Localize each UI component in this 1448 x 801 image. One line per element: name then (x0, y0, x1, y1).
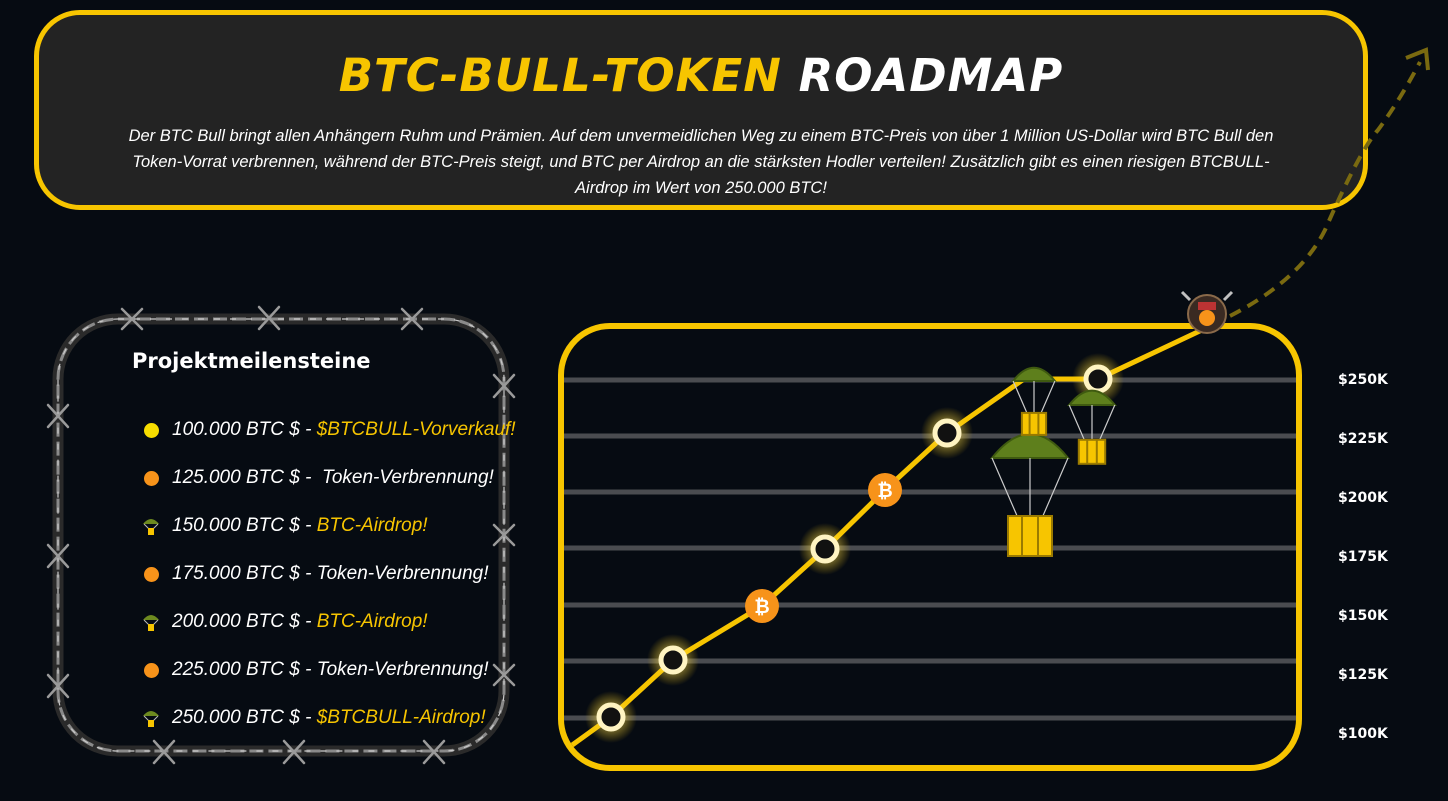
milestone-separator: - (299, 515, 317, 536)
milestone-item: 225.000 BTC $ - Token-Verbrennung! (140, 646, 516, 694)
milestone-node (810, 534, 840, 564)
milestone-item: 125.000 BTC $ - Token-Verbrennung! (140, 454, 516, 502)
roadmap-chart-svg: ₿₿ (564, 329, 1296, 754)
parachute-icon (140, 612, 162, 632)
roadmap-line (564, 329, 1206, 754)
y-axis-label: $150K (1338, 608, 1388, 624)
barbed-wire-icon (46, 305, 516, 765)
milestone-event: $BTCBULL-Vorverkauf! (316, 419, 516, 440)
milestone-separator: - (299, 467, 322, 488)
milestone-item: 250.000 BTC $ - $BTCBULL-Airdrop! (140, 694, 516, 742)
title-plain: ROADMAP (798, 49, 1064, 102)
y-axis-label: $100K (1338, 726, 1388, 742)
milestone-event: Token-Verbrennung! (321, 467, 494, 488)
bitcoin-symbol: ₿ (754, 596, 769, 618)
arrow-head-icon (1405, 47, 1430, 71)
milestone-separator: - (299, 659, 317, 680)
milestone-event: BTC-Airdrop! (316, 611, 428, 632)
milestone-item: 100.000 BTC $ - $BTCBULL-Vorverkauf! (140, 406, 516, 454)
milestone-node (932, 418, 962, 448)
y-axis-label: $175K (1338, 549, 1388, 565)
y-axis-label: $225K (1338, 431, 1388, 447)
orange-dot-icon (140, 660, 162, 680)
milestone-node (658, 645, 688, 675)
y-axis-label: $200K (1338, 490, 1388, 506)
milestone-price: 175.000 BTC $ (172, 563, 300, 584)
milestone-price: 150.000 BTC $ (172, 515, 300, 536)
milestone-item: 150.000 BTC $ - BTC-Airdrop! (140, 502, 516, 550)
milestone-item: 175.000 BTC $ - Token-Verbrennung! (140, 550, 516, 598)
milestone-price: 225.000 BTC $ (172, 659, 300, 680)
milestone-event: Token-Verbrennung! (316, 563, 489, 584)
roadmap-chart: ₿₿ (558, 323, 1302, 771)
milestone-event: $BTCBULL-Airdrop! (316, 707, 486, 728)
barbed-wire-frame (44, 305, 518, 765)
bitcoin-icon (745, 589, 779, 623)
milestones-title: Projektmeilensteine (132, 349, 371, 373)
intro-text: Der BTC Bull bringt allen Anhängern Ruhm… (128, 127, 1274, 197)
milestone-price: 100.000 BTC $ (172, 419, 300, 440)
milestone-price: 250.000 BTC $ (172, 707, 300, 728)
bitcoin-symbol: ₿ (877, 480, 892, 502)
orange-dot-icon (140, 468, 162, 488)
yellow-dot-icon (140, 420, 162, 440)
parachute-crate-icon (1067, 389, 1117, 465)
y-axis-label: $125K (1338, 667, 1388, 683)
page-title: BTC-BULL-TOKEN ROADMAP (39, 53, 1363, 98)
milestone-node (1083, 364, 1113, 394)
milestone-separator: - (299, 419, 317, 440)
orange-dot-icon (140, 564, 162, 584)
milestone-event: Token-Verbrennung! (316, 659, 489, 680)
parachute-icon (140, 516, 162, 536)
milestone-price: 200.000 BTC $ (172, 611, 300, 632)
milestone-node (596, 702, 626, 732)
parachute-icon (140, 708, 162, 728)
milestone-item: 200.000 BTC $ - BTC-Airdrop! (140, 598, 516, 646)
milestone-price: 125.000 BTC $ (172, 467, 300, 488)
parachute-crate-icon (989, 433, 1071, 557)
title-accent: BTC-BULL-TOKEN (338, 49, 782, 102)
bitcoin-icon (868, 473, 902, 507)
milestone-event: BTC-Airdrop! (316, 515, 428, 536)
y-axis-label: $250K (1338, 372, 1388, 388)
milestone-separator: - (299, 611, 317, 632)
header-panel: BTC-BULL-TOKEN ROADMAP Der BTC Bull brin… (34, 10, 1368, 210)
milestone-separator: - (299, 707, 317, 728)
parachute-crate-icon (1011, 366, 1057, 436)
milestone-separator: - (299, 563, 317, 584)
milestone-list: 100.000 BTC $ - $BTCBULL-Vorverkauf!125.… (140, 406, 516, 742)
